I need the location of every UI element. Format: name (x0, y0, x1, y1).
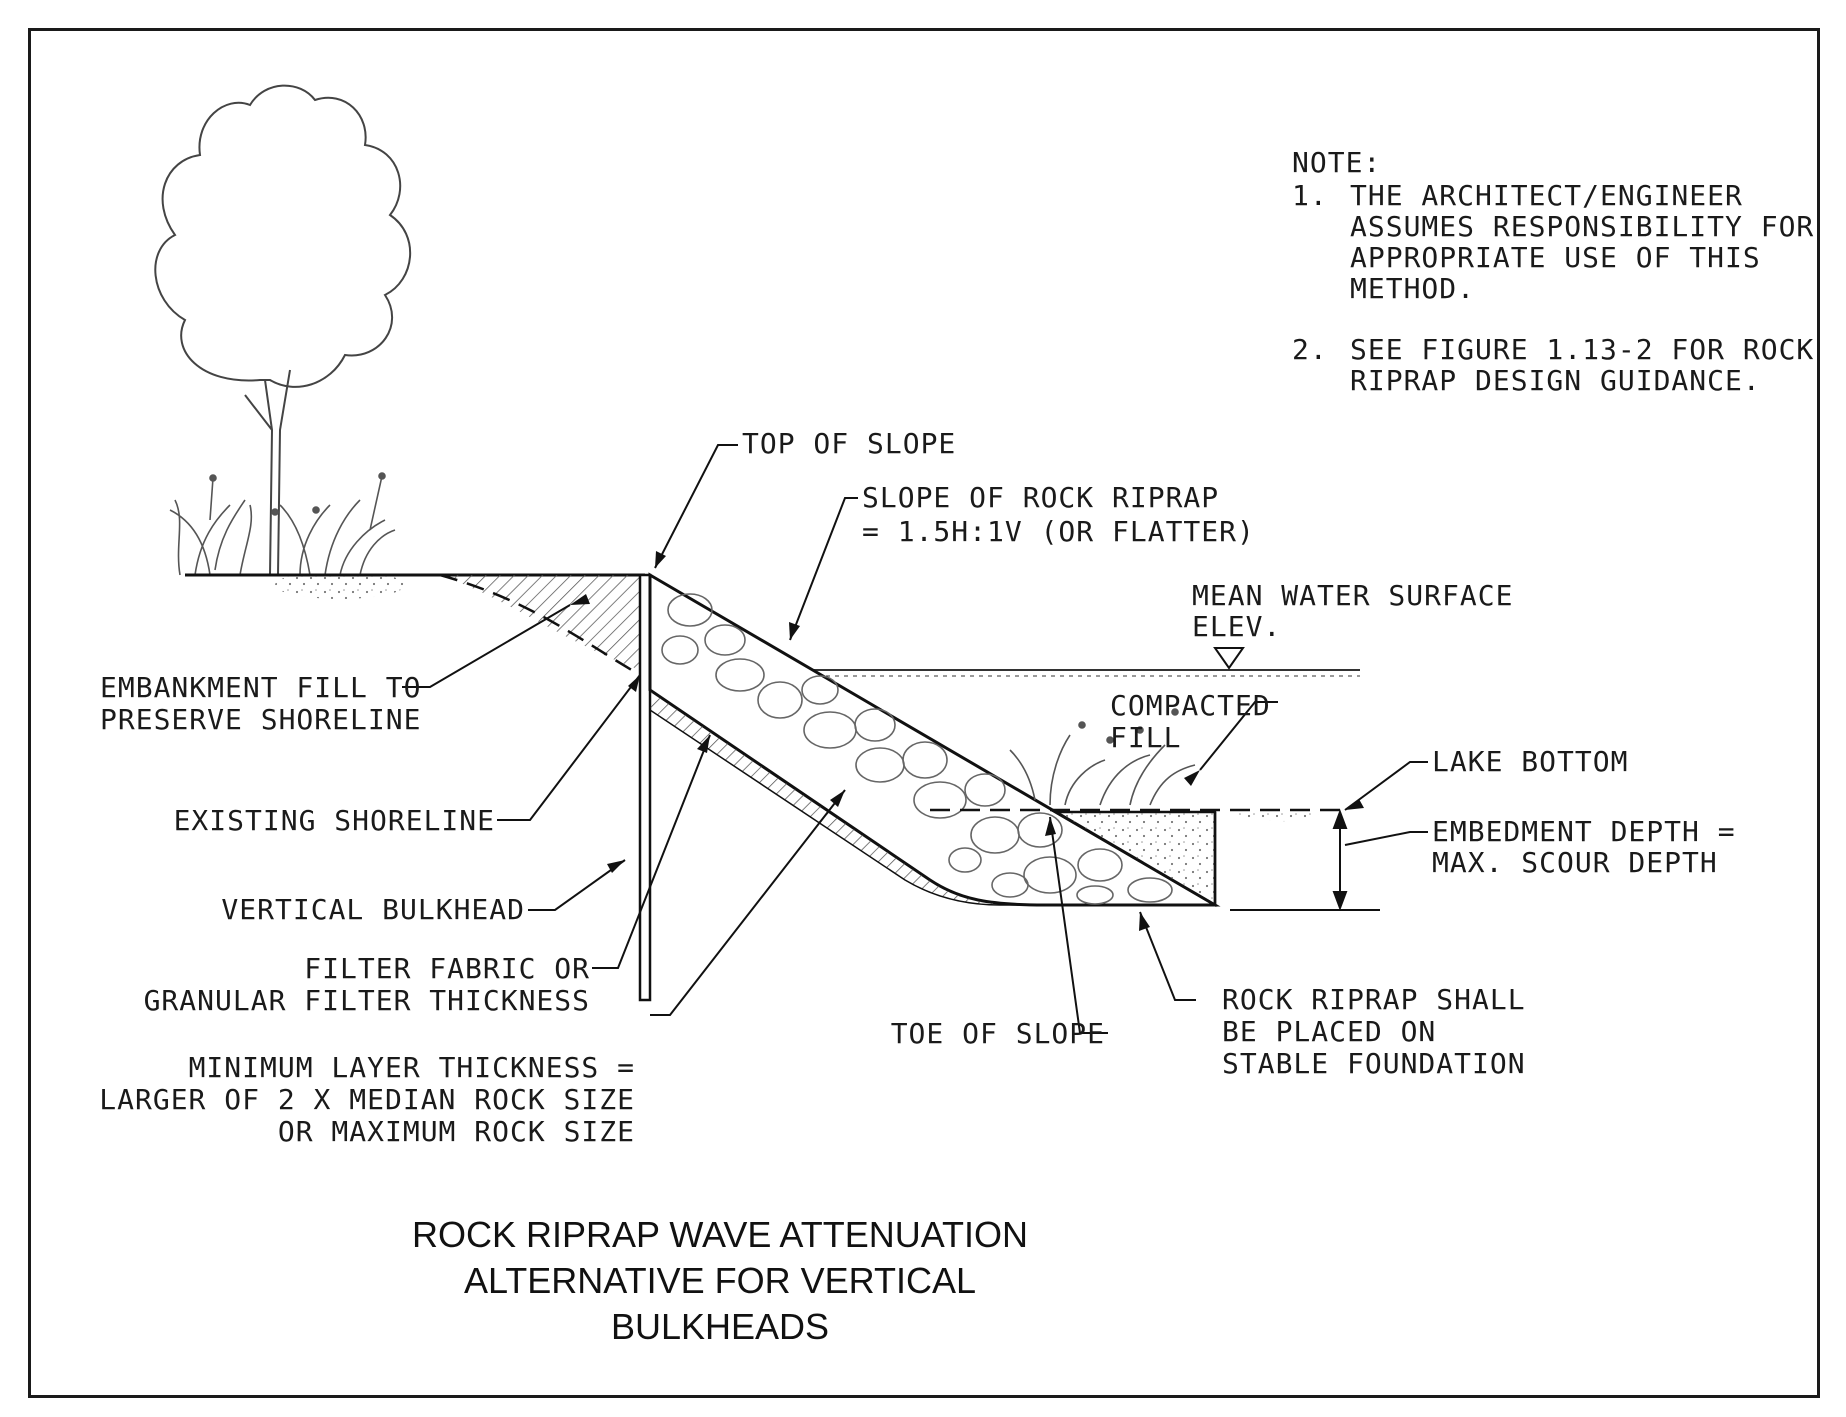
label-minimum-layer: MINIMUM LAYER THICKNESS = (188, 1051, 635, 1084)
leader-arrowheads (570, 551, 1364, 931)
label-be-placed-on: BE PLACED ON (1222, 1015, 1437, 1048)
label-slope-of-riprap: SLOPE OF ROCK RIPRAP (862, 481, 1220, 514)
label-mean-water-surface: MEAN WATER SURFACE (1192, 579, 1514, 612)
label-toe-of-slope: TOE OF SLOPE (890, 1017, 1105, 1050)
label-lake-bottom: LAKE BOTTOM (1432, 745, 1629, 778)
leader-lines (402, 444, 1428, 1034)
label-granular-filter: GRANULAR FILTER THICKNESS (143, 984, 590, 1017)
label-slope-ratio: = 1.5H:1V (OR FLATTER) (862, 515, 1255, 548)
label-riprap-shall: ROCK RIPRAP SHALL (1222, 983, 1526, 1016)
grass-icon (169, 472, 396, 576)
drawing-frame (28, 28, 1820, 1398)
label-larger-of: LARGER OF 2 X MEDIAN ROCK SIZE (99, 1083, 635, 1116)
filter-layer (649, 688, 1046, 906)
embedment-dimension (1332, 809, 1348, 911)
note-1-line-4: METHOD. (1350, 272, 1476, 305)
label-max-rock-size: OR MAXIMUM ROCK SIZE (277, 1115, 635, 1148)
title-line-2: ALTERNATIVE FOR VERTICAL (463, 1260, 977, 1301)
label-max-scour-depth: MAX. SCOUR DEPTH (1432, 846, 1718, 879)
label-stable-foundation: STABLE FOUNDATION (1222, 1047, 1526, 1080)
label-filter-fabric: FILTER FABRIC OR (304, 952, 590, 985)
note-2-line-2: RIPRAP DESIGN GUIDANCE. (1350, 364, 1761, 397)
label-fill: FILL (1110, 721, 1182, 754)
label-top-of-slope: TOP OF SLOPE (742, 427, 957, 460)
grass-icon (1009, 708, 1196, 806)
title-line-3: BULKHEADS (610, 1306, 830, 1347)
note-2: 2.SEE FIGURE 1.13-2 FOR ROCK (1292, 333, 1815, 366)
tree-icon (154, 84, 412, 576)
note-heading: NOTE: (1292, 146, 1382, 179)
label-vertical-bulkhead: VERTICAL BULKHEAD (221, 893, 525, 926)
label-mean-water-elev: ELEV. (1192, 610, 1282, 643)
label-existing-shoreline: EXISTING SHORELINE (173, 804, 495, 837)
label-compacted-fill: COMPACTED (1110, 689, 1271, 722)
label-embedment-depth: EMBEDMENT DEPTH = (1432, 815, 1736, 848)
label-preserve-shoreline: PRESERVE SHORELINE (100, 703, 422, 736)
water-level-triangle-icon (1213, 647, 1245, 670)
existing-shoreline-line (439, 573, 641, 677)
title-line-1: ROCK RIPRAP WAVE ATTENUATION (411, 1214, 1029, 1255)
riprap-rocks (661, 593, 1173, 905)
note-1: 1.THE ARCHITECT/ENGINEER (1292, 179, 1743, 212)
note-1-line-2: ASSUMES RESPONSIBILITY FOR (1350, 210, 1815, 243)
note-1-line-3: APPROPRIATE USE OF THIS (1350, 241, 1761, 274)
root-zone (275, 571, 405, 599)
drawing-title: ROCK RIPRAP WAVE ATTENUATION ALTERNATIVE… (380, 1212, 1060, 1350)
label-embankment-fill: EMBANKMENT FILL TO (100, 671, 422, 704)
vertical-bulkhead (638, 573, 652, 1002)
